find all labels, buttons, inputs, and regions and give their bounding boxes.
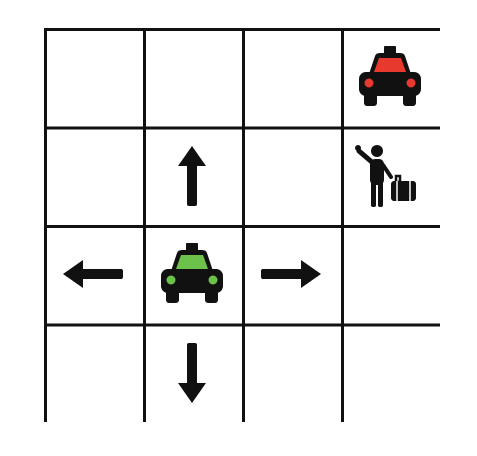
grid-cell-r3-c3 — [341, 323, 440, 422]
red-taxi-icon — [341, 28, 439, 126]
arrow-up-icon[interactable] — [143, 127, 241, 225]
grid-cell-r1-c0 — [44, 126, 146, 228]
grid-cell-r3-c0 — [44, 323, 146, 422]
arrow-left-icon[interactable] — [44, 225, 142, 323]
grid-cell-r0-c1 — [143, 28, 245, 130]
arrow-right-icon[interactable] — [242, 225, 340, 323]
game-board — [44, 28, 440, 422]
grid-cell-r3-c2 — [242, 323, 344, 422]
arrow-down-icon[interactable] — [143, 324, 241, 422]
green-taxi-icon — [143, 225, 241, 323]
grid-cell-r1-c2 — [242, 126, 344, 228]
passenger-with-luggage-icon — [341, 127, 439, 225]
grid-cell-r2-c3 — [341, 225, 440, 327]
grid-cell-r0-c0 — [44, 28, 146, 130]
grid-cell-r0-c2 — [242, 28, 344, 130]
